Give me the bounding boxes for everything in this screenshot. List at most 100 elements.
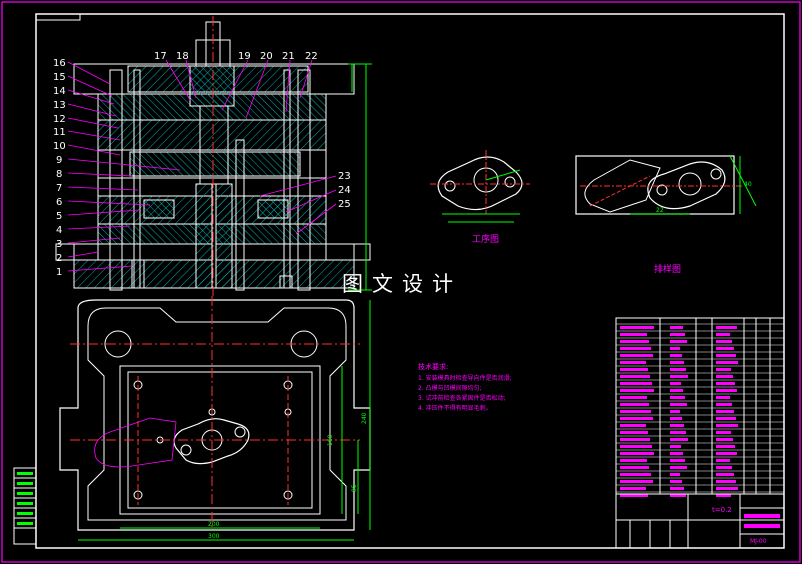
part-number: 23 [338,171,351,182]
parts-list-cell [620,354,653,357]
part-number: 4 [56,225,62,236]
parts-list-cell [620,473,651,476]
part-number: 5 [56,211,62,222]
parts-list-cell [670,347,680,350]
dimension-label: 240 [361,412,368,424]
dimension-label: 200 [208,521,220,528]
part-number: 15 [53,72,66,83]
parts-list-cell [716,417,736,420]
parts-list-cell [670,403,687,406]
parts-list-cell [620,424,646,427]
parts-list-cell [670,487,684,490]
parts-list-cell [670,473,680,476]
parts-list-cell [670,438,688,441]
parts-list-cell [716,368,731,371]
parts-list-cell [670,326,683,329]
tech-req-item: 1. 安装模具时检查导向件是否润滑; [418,374,512,382]
thickness-label: t=0.2 [712,506,732,514]
part-number: 20 [260,51,273,62]
part-number: 7 [56,183,62,194]
drawing-number: MJ-00 [750,538,767,545]
tech-req-item: 4. 冲压件不得有明显毛刺。 [418,404,492,412]
strip-title: 排样图 [654,263,681,275]
parts-list-cell [620,368,648,371]
part-number-leaders [67,59,337,272]
parts-list-cell [620,438,650,441]
parts-list-cell [670,494,686,497]
part-number-labels: 1 2 3 4 5 6 7 8 9 10 11 12 13 14 15 16 1… [53,51,351,278]
parts-list-cell [670,466,687,469]
parts-list-cell [716,438,733,441]
parts-list-cell [716,473,734,476]
parts-list-cell [670,382,681,385]
part-number: 21 [282,51,295,62]
parts-list-cell [716,389,737,392]
strip-dim: 22 [656,207,664,214]
parts-list-cell [620,410,651,413]
parts-list-cell [716,396,730,399]
parts-list-cell [620,403,649,406]
parts-list-cell [620,333,647,336]
parts-list-cell [716,375,733,378]
part-number: 19 [238,51,251,62]
parts-list-cell [620,347,651,350]
dimension-label: 95 [351,484,358,492]
parts-list-cell [620,480,653,483]
parts-list-cell [670,333,685,336]
parts-list [615,317,785,549]
plan-dimensions: 200 300 160 240 95 [208,412,368,540]
parts-list-cell [716,361,738,364]
parts-list-cell [620,375,650,378]
parts-list-cell [716,466,732,469]
parts-list-cell [670,396,685,399]
parts-list-cell [620,431,648,434]
part-number: 11 [53,127,66,138]
part-number: 16 [53,58,66,69]
part-number: 10 [53,141,66,152]
parts-list-cell [716,347,734,350]
parts-list-cell [716,410,734,413]
tech-req-item: 3. 试冲前检查各紧固件是否松动; [418,394,506,402]
part-number: 18 [176,51,189,62]
part-number: 14 [53,86,66,97]
parts-list-cell [716,340,732,343]
parts-list-cell [620,389,654,392]
parts-list-cell [716,382,735,385]
part-number: 12 [53,114,66,125]
parts-list-cell [670,340,687,343]
parts-list-cell [670,410,680,413]
parts-list-cell [716,326,737,329]
parts-list-cell [716,452,737,455]
parts-list-cell [620,417,653,420]
parts-list-cell [716,403,732,406]
parts-list-cell [620,326,654,329]
parts-list-cell [716,431,731,434]
parts-list-cell [716,354,736,357]
parts-list-cell [620,487,646,490]
revision-block [13,467,37,545]
part-number: 17 [154,51,167,62]
part-number: 25 [338,199,351,210]
parts-list-cell [670,431,686,434]
parts-list-cell [620,445,652,448]
parts-list-cell [620,466,649,469]
parts-list-cell [716,459,730,462]
parts-list-cell [670,424,684,427]
parts-list-cell [716,424,738,427]
plan-view [59,296,371,541]
corner-tag-box [35,13,81,21]
part-number: 1 [56,267,62,278]
section-view [55,16,372,296]
parts-list-cell [620,396,647,399]
part-number: 9 [56,155,62,166]
parts-list-cell [670,452,683,455]
strip-layout [575,155,757,215]
strip-dim: 40 [744,181,752,188]
parts-list-cell [670,354,682,357]
part-number: 22 [305,51,318,62]
parts-list-cell [670,389,683,392]
dimension-label: 300 [208,533,220,540]
parts-list-cell [716,494,731,497]
parts-list-cell [670,459,685,462]
